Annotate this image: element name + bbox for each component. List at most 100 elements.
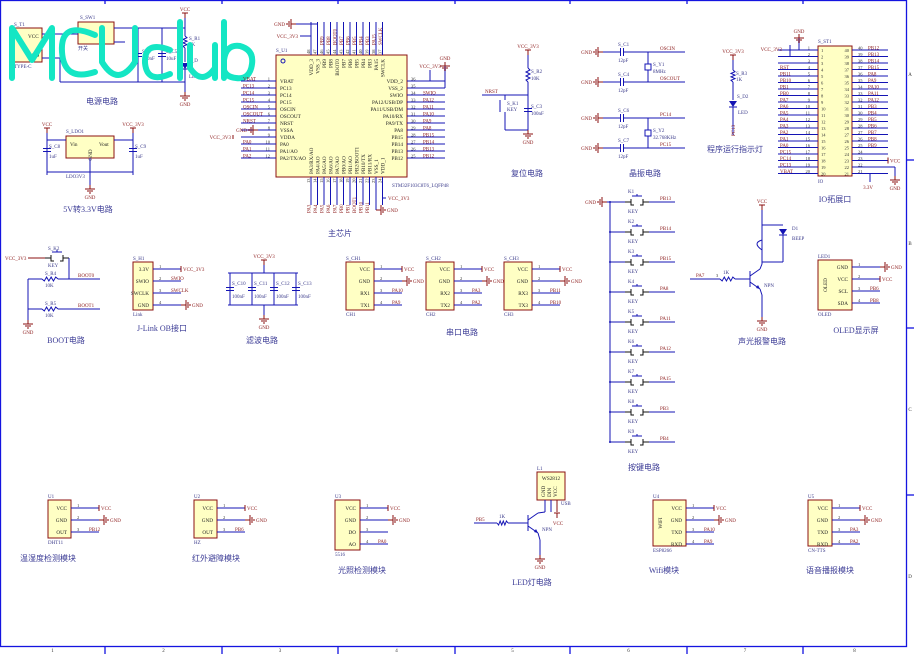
net-label: VCC_3V3 <box>388 197 410 202</box>
pin-number: 33 <box>411 98 416 103</box>
net-label: PB4 <box>360 36 365 45</box>
net-label: PB3 <box>868 105 877 110</box>
ldo-designator: S_LDO1 <box>66 130 85 135</box>
module-footer: 5516 <box>335 553 346 558</box>
mcu-pin-name: PA10/RX <box>383 114 403 120</box>
pin-number: 33 <box>858 91 863 96</box>
pin-number: 47 <box>313 49 318 54</box>
net-label: BOOT0 <box>334 28 339 45</box>
net-label: VCC_3V3 <box>210 136 232 141</box>
key-designator: K4 <box>628 280 635 285</box>
key-value: KEY <box>628 300 639 305</box>
key-contact <box>630 349 644 356</box>
mcu-pin-name: SWIO <box>390 93 404 99</box>
pin-number: 39 <box>845 54 850 59</box>
pin-number: 7 <box>808 85 811 90</box>
mcu-pin-name: PA4/AO <box>315 156 321 174</box>
emitter-arrow <box>534 529 538 533</box>
pin-number: 31 <box>411 112 416 117</box>
key-designator: K6 <box>628 340 635 345</box>
mcu-pin-name: SWCLK <box>380 59 386 77</box>
pin-number: 16 <box>821 145 826 150</box>
mcu-pin-name: PB8 <box>328 59 334 68</box>
pin-number: 1 <box>268 77 270 82</box>
module-pin-name: TX2 <box>440 303 450 309</box>
net-label: PA2 <box>780 131 789 136</box>
key-value: KEY <box>48 264 59 269</box>
pin-number: 36 <box>411 77 416 82</box>
key-contact <box>630 229 644 236</box>
module-footer: Link <box>133 313 143 318</box>
zone-column-label: 5 <box>511 649 514 654</box>
junction <box>609 351 611 353</box>
module-pin-name: GND <box>138 303 149 309</box>
key-value: KEY <box>628 360 639 365</box>
resistor-value: 10K <box>531 77 540 82</box>
net-label: PA3 <box>780 124 789 129</box>
net-label: PA9 <box>868 79 877 84</box>
cap-value: 12pF <box>618 59 629 64</box>
net-label: PB0 <box>780 92 789 97</box>
wifi-module <box>652 499 687 547</box>
net-label: PB14 <box>423 140 435 145</box>
pin-number: 14 <box>821 132 826 137</box>
pin-number: 32 <box>858 98 863 103</box>
pin-number: 8 <box>808 91 811 96</box>
module-pin-name: RX1 <box>360 291 370 297</box>
pin-number: 15 <box>821 139 826 144</box>
key-designator: K9 <box>628 430 635 435</box>
pin-number: 4 <box>838 539 841 544</box>
module-footer: HZ <box>194 541 201 546</box>
power-label: VCC <box>757 200 768 205</box>
net-label: PA9 <box>423 119 432 124</box>
gnd-label: GND <box>757 328 768 333</box>
wire <box>759 263 763 270</box>
net-label: PB5 <box>476 518 485 523</box>
mcu-pin-name: PA8 <box>394 128 403 134</box>
section-title-filter: 滤波电路 <box>246 335 278 345</box>
wire <box>759 288 763 296</box>
net-label: VBAT <box>243 77 256 82</box>
switch-label: 开关 <box>78 45 88 52</box>
module-inner-label: WIFI <box>658 517 664 529</box>
mcu-pin-name: VSS_3 <box>315 59 321 74</box>
emitter-arrow <box>756 285 760 289</box>
pin-number: 38 <box>371 49 376 54</box>
section-title-reset: 复位电路 <box>511 168 543 178</box>
pin-number: 2 <box>366 515 368 520</box>
gnd-label: GND <box>180 103 191 108</box>
module-footer: ESP8266 <box>653 549 672 554</box>
pin-number: 2 <box>77 515 79 520</box>
key-contact <box>630 439 644 446</box>
power-label: VCC_3V3 <box>517 45 539 50</box>
mcu-pin-name: VSSA <box>280 128 294 134</box>
cap-value: 100nF <box>254 295 267 300</box>
resistor <box>41 275 59 283</box>
net-label: 3.3V <box>863 186 873 191</box>
net-label: PB15 <box>423 133 435 138</box>
net-label: PB13 <box>868 53 880 58</box>
pin-number: 9 <box>808 98 811 103</box>
pin-number: 36 <box>858 72 863 77</box>
pin-number: 3 <box>159 288 162 293</box>
cap-designator: S_C6 <box>618 109 630 114</box>
key-value: KEY <box>628 270 639 275</box>
net-label: PA8 <box>660 287 669 292</box>
pin-number: 14 <box>313 178 318 183</box>
pin-number: 42 <box>345 50 350 55</box>
crystal-designator: S_Y2 <box>653 129 665 134</box>
pin-number: 15 <box>319 178 324 183</box>
section-title-uart: 串口电路 <box>446 327 478 337</box>
module-pin-name: GND <box>345 518 356 524</box>
net-label: PA7 <box>696 274 705 279</box>
pin-number: 1 <box>538 264 540 269</box>
net-label: PB1 <box>347 204 352 213</box>
buzzer-value: BEEP <box>792 237 804 242</box>
mcu-designator: S_U1 <box>276 49 288 54</box>
section-title-run_led: 程序运行指示灯 <box>707 144 763 154</box>
pin-number: 2 <box>821 54 823 59</box>
key-designator: K2 <box>628 220 635 225</box>
cap-value: 100nF <box>142 57 155 62</box>
mcu-pin-name: PC15 <box>280 100 292 106</box>
